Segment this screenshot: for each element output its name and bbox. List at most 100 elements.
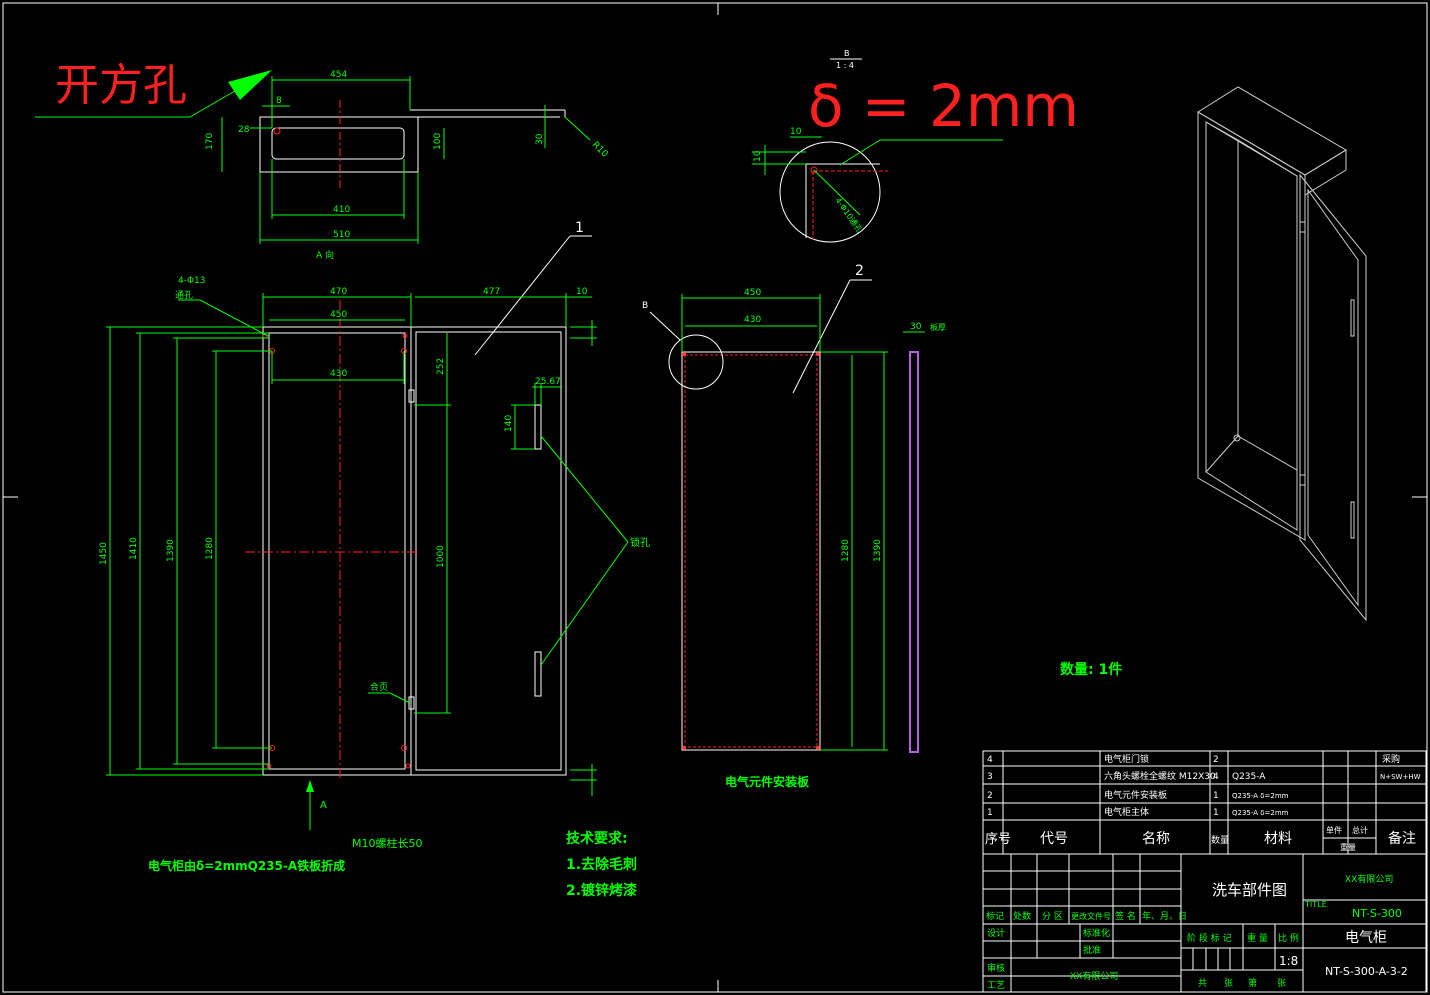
tb-scale: 1:8 (1279, 954, 1298, 968)
tb-sheet-label: 张 (1224, 978, 1233, 989)
dim-r10-line (564, 116, 591, 141)
iso-front-inner (1205, 121, 1298, 531)
dim-1000: 1000 (436, 545, 446, 568)
tb-sheet-label-2: 张 (1277, 978, 1286, 989)
detail-b-hole (810, 166, 818, 174)
bom-header-weight: 重量 (1340, 842, 1356, 852)
bom-row-no: 3 (987, 772, 993, 782)
tb-standardize: 标准化 (1083, 927, 1110, 939)
tb-label-date: 年、月、日 (1142, 910, 1187, 922)
bom-row-material: Q235-A δ=2mm (1232, 809, 1289, 817)
view-a-slot (271, 127, 405, 160)
strip-dim-30: 30 (910, 322, 922, 332)
plate-hole-br (816, 746, 820, 750)
bom-row-no: 2 (987, 791, 993, 801)
door-inner (415, 331, 562, 771)
door-lock-bottom (534, 651, 542, 697)
quantity-note: 数量: 1件 (1060, 661, 1122, 678)
dim-10: 10 (576, 287, 588, 297)
leader-arrow-icon (228, 70, 272, 100)
detail-b-leader-2 (839, 139, 881, 166)
part1-leader (474, 235, 571, 356)
part2-leader (792, 279, 851, 394)
tb-label-change: 更改文件号 (1071, 911, 1111, 921)
tb-drawing-name: 洗车部件图 (1212, 881, 1287, 899)
dim-430: 430 (330, 369, 347, 379)
bom-header-code: 代号 (1040, 831, 1068, 847)
bom-row-qty: 1 (1213, 808, 1219, 818)
tb-label-count: 处数 (1013, 910, 1031, 922)
material-note: 电气柜由δ=2mmQ235-A铁板折成 (148, 858, 345, 873)
iso-hinge-1 (1299, 221, 1306, 233)
tb-ratio: 比 例 (1278, 932, 1299, 944)
iso-door-lock-2 (1350, 501, 1355, 539)
tb-sheets-total: 共 (1198, 978, 1207, 989)
view-arrow-head-icon (306, 780, 314, 792)
bom-row-material: Q235-A (1232, 772, 1266, 782)
bom-header-name: 名称 (1142, 831, 1170, 847)
hinge-note: 合页 (370, 681, 388, 693)
tb-company: XX有限公司 (1345, 873, 1393, 885)
cabinet-outer (262, 326, 412, 776)
door-outer (410, 326, 567, 776)
plate-view: B 2 450 430 1280 1390 电气元件安装板 30 板厚 (642, 263, 946, 789)
bom-row-name: 电气柜主体 (1104, 806, 1149, 818)
tb-design: 设计 (987, 927, 1005, 939)
detail-scale-bottom: 1 : 4 (836, 61, 854, 70)
bom-header-unit: 单件 (1326, 825, 1342, 835)
plate-dim-430: 430 (744, 315, 761, 325)
detail-scale-top: B (844, 49, 850, 58)
tb-weight: 重 量 (1247, 932, 1268, 944)
part2-number: 2 (855, 263, 864, 279)
dim-410: 410 (333, 205, 350, 215)
front-hole-note: 4-Φ13 (178, 276, 206, 286)
bom-row-name: 电气柜门锁 (1104, 753, 1149, 765)
bom-row-qty: 4 (1213, 772, 1219, 782)
isometric-cabinet (1197, 86, 1367, 622)
lock-leader-1 (540, 435, 629, 543)
bom-row-no: 1 (987, 808, 993, 818)
bom-row-no: 4 (987, 755, 993, 765)
plate-outer (681, 351, 821, 751)
dim-r10: R10 (590, 140, 610, 160)
plate-dim-450: 450 (744, 288, 761, 298)
plate-side-strip (909, 351, 919, 753)
title-block-text: 标记 处数 分 区 更改文件号 签 名 年、月、日 设计 标准化 审核 工艺 批… (986, 873, 1408, 991)
hinge-top (408, 389, 415, 403)
dim-470: 470 (330, 287, 347, 297)
view-a-caption: A 向 (316, 249, 334, 261)
title-block (982, 853, 1427, 993)
tb-part-name: 电气柜 (1345, 930, 1387, 946)
iso-front (1197, 111, 1306, 541)
tb-bottom-company: XX有限公司 (1070, 970, 1118, 982)
bom-header-remark: 备注 (1388, 830, 1416, 847)
iso-back-inner (1237, 139, 1298, 471)
corner-hole-br (401, 745, 407, 751)
hinge-leader-2 (389, 692, 411, 704)
tb-sheet-no: 第 (1248, 977, 1257, 989)
iso-bolt (1233, 434, 1241, 442)
iso-door-inner (1307, 188, 1359, 607)
bom-header-material: 材料 (1264, 831, 1292, 847)
iso-inner-edge (1205, 121, 1239, 141)
door-lock-top (534, 404, 542, 450)
strip-thickness-note: 板厚 (930, 322, 946, 332)
bom-row-name: 六角头螺栓全螺纹 M12X30 (1104, 770, 1216, 782)
tb-label-zone: 分 区 (1042, 911, 1063, 922)
dim-510: 510 (333, 230, 350, 240)
open-square-hole-title: 开方孔 (55, 60, 187, 111)
dim-10b: 10 (753, 150, 763, 162)
plate-dim-1280: 1280 (841, 539, 851, 562)
view-a-hole (273, 127, 281, 135)
dim-170: 170 (205, 133, 215, 150)
dim-1450: 1450 (99, 542, 109, 565)
bom-header-no: 序号 (985, 832, 1011, 847)
dim-1410: 1410 (129, 537, 139, 560)
delta-thickness-title: δ = 2mm (808, 72, 1079, 140)
tb-review: 审核 (987, 962, 1005, 974)
bom-row-remark: 采购 (1382, 753, 1400, 765)
plate-hole-bl (682, 746, 686, 750)
detail-b-marker-label: B (642, 301, 648, 311)
bom-row-qty: 2 (1213, 755, 1219, 765)
tb-label-mark: 标记 (986, 910, 1004, 922)
